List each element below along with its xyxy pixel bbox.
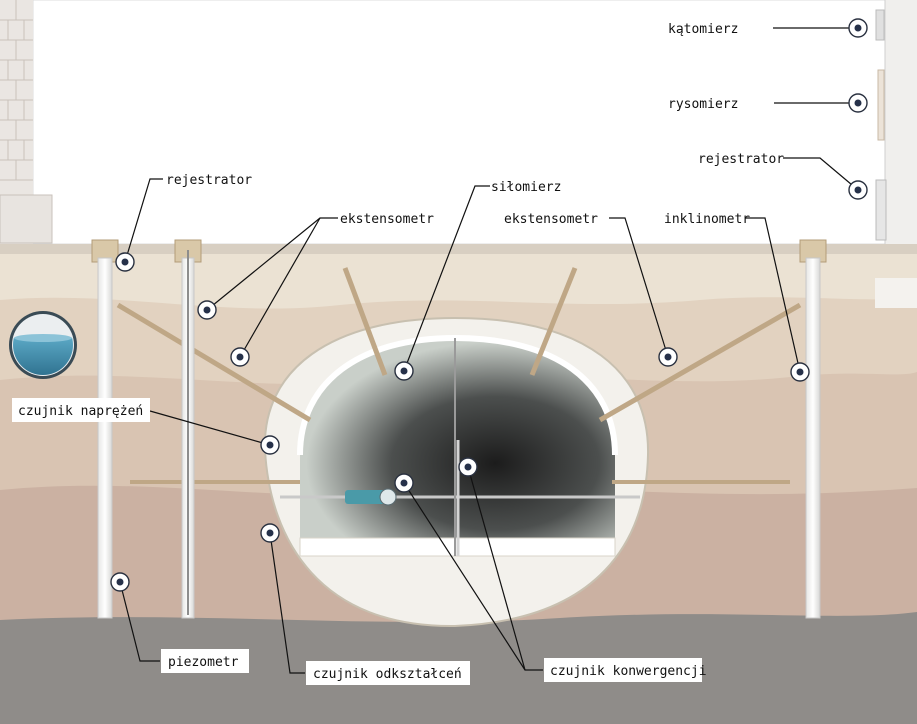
sensor-point-icon — [111, 573, 129, 591]
sensor-point-icon — [395, 362, 413, 380]
label-piezometr: piezometr — [168, 655, 239, 670]
label-ekstensometr-right: ekstensometr — [504, 212, 598, 227]
sensor-point-icon — [459, 458, 477, 476]
sensor-point-icon — [261, 436, 279, 454]
label-czujnik-konwergencji: czujnik konwergencji — [550, 664, 707, 679]
label-katomierz: kątomierz — [668, 22, 738, 37]
building-right-wall — [876, 0, 917, 250]
sensor-point-icon — [849, 181, 867, 199]
sensor-point-icon — [791, 363, 809, 381]
label-rysomierz: rysomierz — [668, 97, 738, 112]
label-rejestrator-building: rejestrator — [698, 152, 784, 167]
label-ekstensometr-left: ekstensometr — [340, 212, 434, 227]
label-czujnik-naprezen: czujnik naprężeń — [18, 404, 143, 419]
sensor-point-icon — [261, 524, 279, 542]
building — [0, 0, 917, 250]
label-rejestrator-surface: rejestrator — [166, 173, 252, 188]
label-inklinometr: inklinometr — [664, 212, 750, 227]
sensor-point-icon — [849, 94, 867, 112]
label-silomierz: siłomierz — [491, 180, 561, 195]
sensor-point-icon — [198, 301, 216, 319]
sensor-point-icon — [395, 474, 413, 492]
sensor-point-icon — [849, 19, 867, 37]
sensor-point-icon — [231, 348, 249, 366]
sensor-point-icon — [116, 253, 134, 271]
sensor-point-icon — [659, 348, 677, 366]
label-czujnik-odksztalcen: czujnik odkształceń — [313, 667, 462, 682]
